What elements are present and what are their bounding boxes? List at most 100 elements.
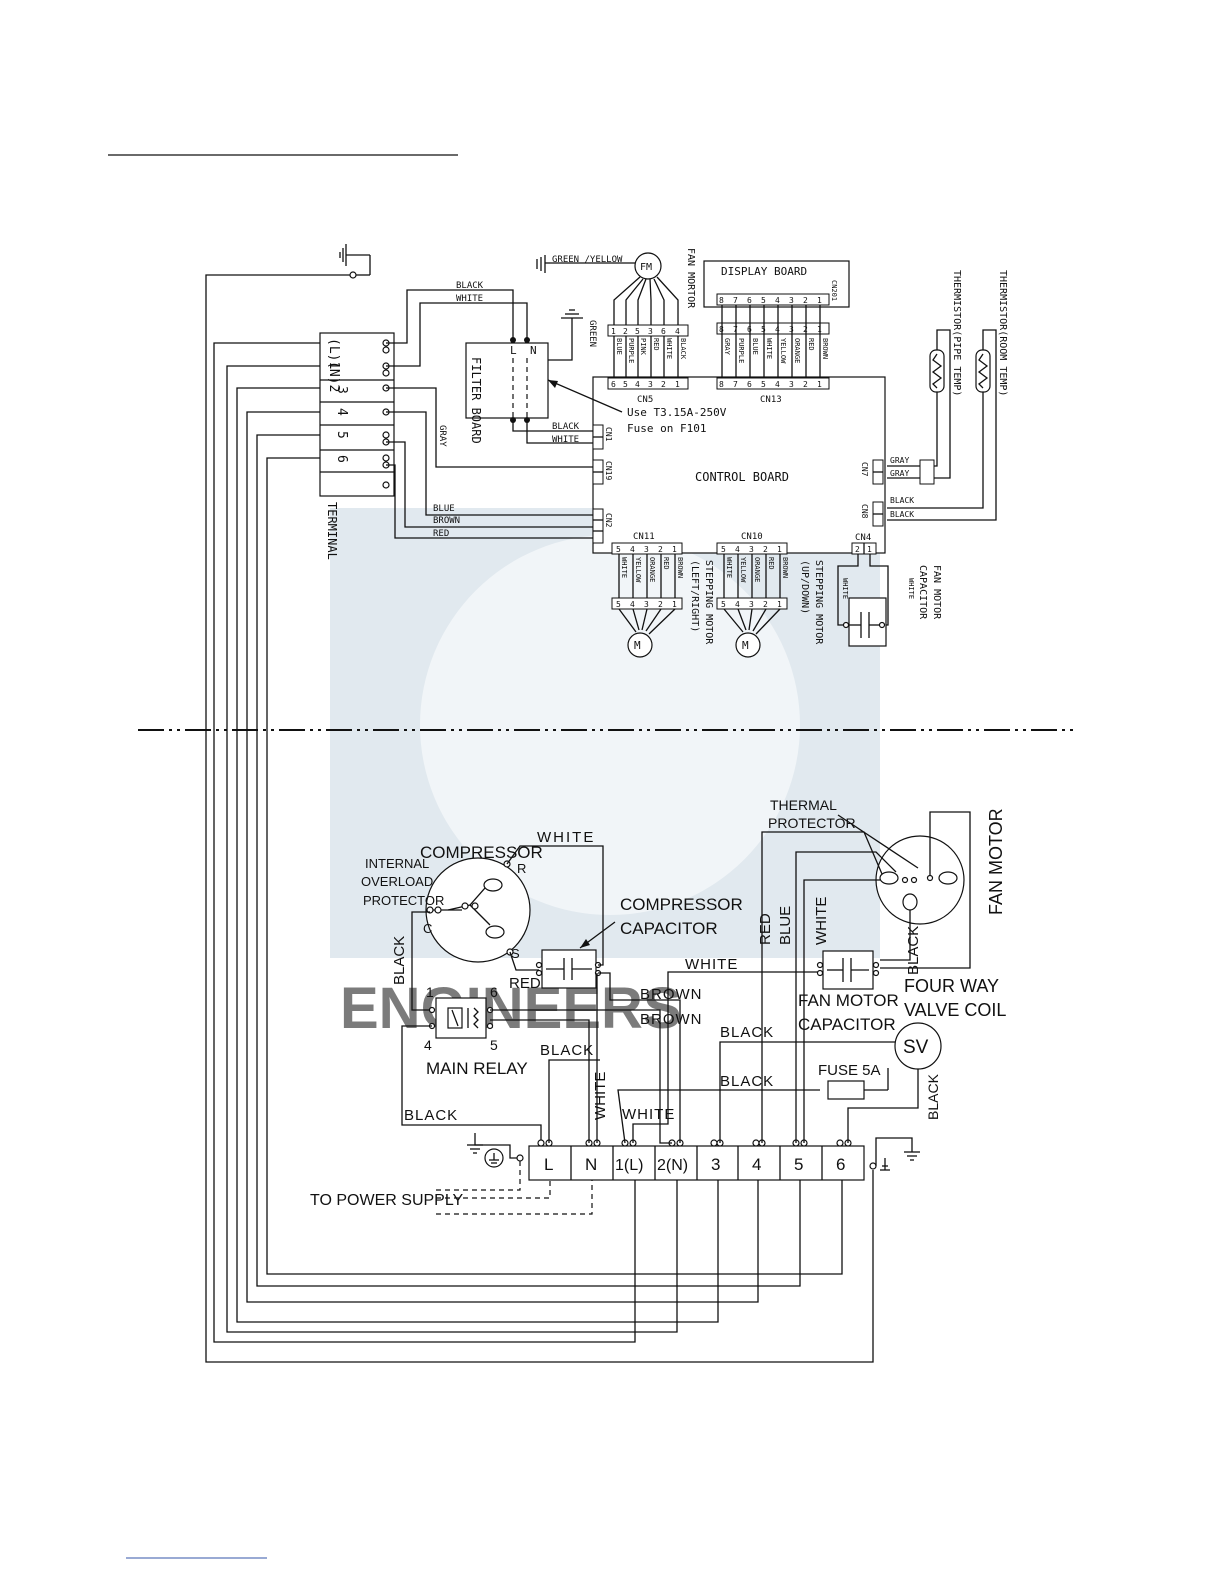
svg-text:5: 5 [623,380,628,389]
wire-white-R [506,845,604,966]
label-white-cn1: WHITE [552,435,579,445]
svg-text:INTERNAL: INTERNAL [365,856,429,871]
fuse-note-leader [547,379,623,413]
svg-text:8: 8 [719,325,724,334]
svg-text:CN1: CN1 [604,427,613,442]
svg-text:THERMAL: THERMAL [770,797,837,813]
svg-text:5: 5 [490,1037,498,1053]
svg-text:2: 2 [661,380,666,389]
svg-text:5: 5 [616,600,621,609]
wire-white-N [490,1019,590,1143]
svg-text:4: 4 [675,327,680,336]
interconnect-wires [213,342,843,1343]
svg-text:CAPACITOR: CAPACITOR [620,919,718,938]
svg-text:N: N [585,1155,597,1174]
wire-black-L [548,1059,600,1143]
svg-text:WHITE: WHITE [622,1106,675,1123]
svg-text:FM: FM [640,262,652,273]
svg-text:VALVE COIL: VALVE COIL [904,1000,1006,1020]
wire-black-to-filter [386,289,514,344]
svg-text:4: 4 [775,325,780,334]
svg-text:1: 1 [426,984,434,1000]
wire-white-to-filter [386,302,528,367]
cn11-stepping-lr: CN11 5 4 3 2 1 5 4 3 2 1 WHITE YELLOW OR… [611,532,714,658]
svg-text:STEPPING MOTOR: STEPPING MOTOR [813,560,824,645]
cn19-connector: CN19 [592,459,613,485]
svg-text:WHITE: WHITE [537,829,595,846]
svg-text:M: M [634,639,641,652]
svg-text:3: 3 [648,380,653,389]
wire-black-fuse [617,1089,820,1144]
wire-white-fan [803,879,880,1143]
svg-text:3: 3 [789,296,794,305]
svg-text:CN8: CN8 [860,504,869,519]
svg-text:CAPACITOR: CAPACITOR [798,1015,896,1034]
svg-text:5: 5 [761,380,766,389]
terminal-row-2: (N)2 [326,361,341,392]
svg-text:BLACK: BLACK [890,510,914,519]
svg-text:6: 6 [490,984,498,1000]
svg-text:RED: RED [767,557,775,570]
svg-text:2: 2 [658,545,663,554]
svg-text:BLACK: BLACK [720,1024,774,1041]
label-black-cn1: BLACK [552,422,580,432]
filter-board: FILTER BOARD L N [465,342,549,444]
svg-text:MAIN RELAY: MAIN RELAY [426,1059,528,1078]
svg-text:BROWN: BROWN [640,986,703,1003]
svg-text:5: 5 [761,296,766,305]
svg-text:RED: RED [757,913,774,945]
svg-text:STEPPING MOTOR: STEPPING MOTOR [703,560,714,645]
ground-wire [205,274,874,1363]
control-board [592,376,886,554]
svg-text:2: 2 [803,325,808,334]
label-black-filter: BLACK [456,281,484,291]
svg-text:GRAY: GRAY [890,456,909,465]
wire-white-cn1 [526,418,595,444]
cn8-connector: CN8 BLACK BLACK [860,496,914,527]
fuse-5a: FUSE 5A [818,1062,889,1100]
thermistor-pipe: THERMISTOR(PIPE TEMP) [919,270,962,485]
wire-black-relay [401,1025,542,1143]
svg-text:BLACK: BLACK [720,1073,774,1090]
svg-text:3: 3 [789,325,794,334]
svg-text:1: 1 [817,380,822,389]
outdoor-fan-motor: FAN MOTOR THERMAL PROTECTOR [768,797,1006,969]
svg-text:FAN MOTOR: FAN MOTOR [798,991,899,1010]
svg-text:5: 5 [794,1155,803,1174]
svg-text:6: 6 [747,296,752,305]
svg-text:2: 2 [623,327,628,336]
indoor-terminal-block: (L)1 (N)2 3 4 5 6 TERMINAL [319,332,395,560]
svg-text:3: 3 [648,327,653,336]
svg-text:3: 3 [644,545,649,554]
svg-text:WHITE: WHITE [665,338,673,359]
svg-text:4: 4 [775,296,780,305]
svg-text:BLACK: BLACK [391,936,408,985]
svg-text:CN19: CN19 [604,461,613,480]
svg-text:WHITE: WHITE [841,578,849,599]
svg-text:L: L [544,1155,553,1174]
wire-red-S [509,951,539,971]
label-brown-cn2: BROWN [433,516,460,526]
svg-text:4: 4 [735,600,740,609]
fuse-note-1: Use T3.15A-250V [627,406,727,419]
svg-text:7: 7 [733,296,738,305]
outdoor-ground [467,1133,920,1171]
svg-text:1: 1 [672,600,677,609]
svg-text:FAN MOTOR: FAN MOTOR [986,808,1006,915]
svg-text:YELLOW: YELLOW [779,338,787,364]
svg-text:3: 3 [644,600,649,609]
svg-text:CN2: CN2 [604,513,613,528]
svg-text:6: 6 [836,1155,845,1174]
compressor: COMPRESSOR C R S [420,843,543,963]
label-green: GREEN [587,320,597,347]
svg-text:CN11: CN11 [633,532,655,542]
filter-l: L [510,344,517,357]
terminal-label: TERMINAL [325,502,339,560]
svg-text:YELLOW: YELLOW [739,557,747,583]
svg-text:BLUE: BLUE [751,338,759,355]
svg-text:PROTECTOR: PROTECTOR [768,815,856,831]
svg-text:1: 1 [817,296,822,305]
svg-text:1: 1 [777,600,782,609]
svg-text:BLACK: BLACK [905,926,922,975]
svg-text:5: 5 [721,545,726,554]
